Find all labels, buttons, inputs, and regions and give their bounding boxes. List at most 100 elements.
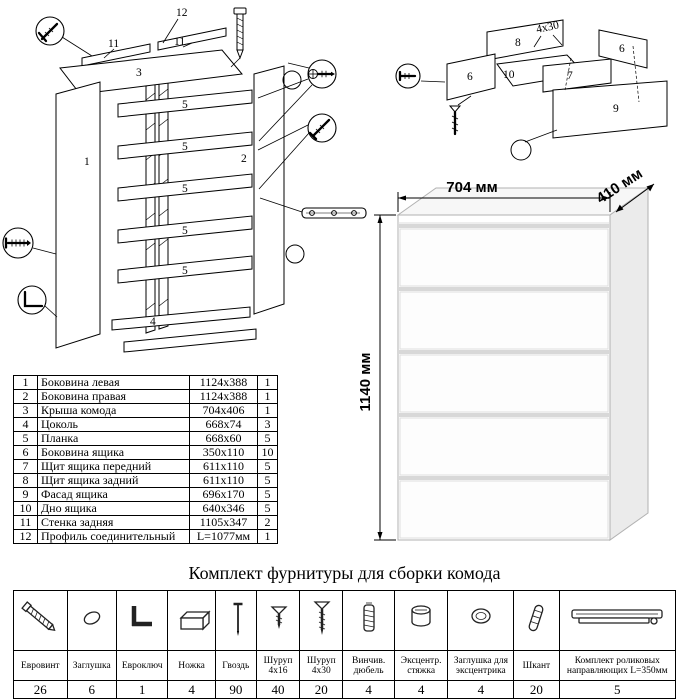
hardware-icon-cell (115, 590, 169, 651)
hardware-qty: 20 (513, 680, 560, 699)
hardware-icon-cell (447, 590, 515, 651)
part-label-9: 9 (613, 103, 619, 115)
hardware-qty: 5 (558, 680, 677, 699)
screw-callout-right (307, 113, 337, 143)
part-number: 5 (13, 431, 38, 446)
hidden-line (632, 45, 640, 103)
screw-callout-top-left (35, 16, 65, 46)
exploded-view-diagram: 12 11 11 3 1 2 5 5 5 5 5 4 (2, 7, 367, 353)
width-dimension: 704 мм (397, 179, 611, 212)
hardware-qty: 4 (447, 680, 515, 699)
part-qty: 2 (257, 515, 278, 530)
hex-key-icon (131, 606, 153, 627)
nail-icon (233, 602, 243, 636)
part-label-5: 5 (182, 265, 188, 277)
hardware-qty: 90 (214, 680, 257, 699)
part-label-5: 5 (182, 225, 188, 237)
part-name: Крыша комода (37, 403, 190, 418)
drawer-euro-screw-callout (395, 63, 446, 89)
hardware-name: Винчив. дюбель (342, 650, 395, 681)
part-qty: 1 (257, 389, 278, 404)
hardware-name: Гвоздь (214, 650, 257, 681)
part-label-11-right: 11 (174, 36, 185, 48)
part-qty: 5 (257, 431, 278, 446)
hardware-name: Заглушка для эксцентрика (447, 650, 515, 681)
part-name: Щит ящика задний (37, 473, 190, 488)
dimensioned-chest-drawing: 704 мм 410 мм 1140 мм (360, 168, 655, 541)
part-size: 611x110 (189, 473, 258, 488)
part-size: 611x110 (189, 459, 258, 474)
hardware-qty: 4 (167, 680, 216, 699)
drawer-slide-icon (571, 609, 663, 625)
hardware-qty: 26 (13, 680, 68, 699)
part-number: 9 (13, 487, 38, 502)
hardware-name: Ножка (167, 650, 216, 681)
parts-row: 11 Стенка задняя 1105x347 2 (13, 515, 278, 530)
hardware-name: Евровинт (13, 650, 68, 681)
part-label-1: 1 (84, 156, 90, 168)
parts-row: 8 Щит ящика задний 611x110 5 (13, 473, 278, 488)
hardware-icons-row (13, 590, 677, 651)
cam-lock-icon (411, 605, 431, 627)
hardware-icon-cell (342, 590, 395, 651)
leader-lines (32, 18, 313, 318)
drawer-front-panel (542, 58, 612, 93)
parts-row: 10 Дно ящика 640x346 5 (13, 501, 278, 516)
confirmat-screw-illustration (233, 7, 247, 60)
part-number: 1 (13, 375, 38, 390)
screw-size-label: 4x30 (535, 19, 560, 36)
hardware-name: Заглушка (66, 650, 117, 681)
hardware-name: Шуруп 4х16 (255, 650, 301, 681)
drawer-back-panel (486, 19, 564, 61)
cam-cover-icon (471, 608, 491, 624)
hardware-icon-cell (558, 590, 677, 651)
page-title: Комплект фурнитуры для сборки комода (188, 563, 501, 583)
hidden-line (564, 57, 572, 91)
hardware-qty-row: 26 6 1 4 90 40 20 4 4 4 20 5 (13, 680, 677, 699)
part-name: Стенка задняя (37, 515, 190, 530)
part-name: Дно ящика (37, 501, 190, 516)
right-side-panel (253, 65, 285, 315)
part-label-4: 4 (150, 316, 156, 328)
part-size: 1105x347 (189, 515, 258, 530)
part-number: 8 (13, 473, 38, 488)
parts-table: 1 Боковина левая 1124x388 1 2 Боковина п… (13, 375, 278, 544)
screw-illustration (448, 95, 472, 136)
part-qty: 5 (257, 473, 278, 488)
part-size: 668x60 (189, 431, 258, 446)
part-label-2: 2 (241, 153, 247, 165)
part-name: Боковина ящика (37, 445, 190, 460)
corner-bracket-callout (17, 285, 47, 315)
part-label-7: 7 (567, 70, 573, 82)
hardware-name: Комплект роликовых направляющих L=350мм (558, 650, 677, 681)
drawer-facade (552, 80, 668, 139)
part-label-12: 12 (176, 7, 188, 19)
hardware-icon-cell (66, 590, 117, 651)
part-qty: 10 (257, 445, 278, 460)
hardware-name: Шкант (513, 650, 560, 681)
plinth-strips (111, 306, 257, 353)
part-name: Боковина правая (37, 389, 190, 404)
hardware-name: Эксцентр. стяжка (393, 650, 449, 681)
part-name: Боковина левая (37, 375, 190, 390)
parts-row: 2 Боковина правая 1124x388 1 (13, 389, 278, 404)
hardware-table: Евровинт Заглушка Евроключ Ножка Гвоздь … (13, 590, 677, 699)
part-number: 6 (13, 445, 38, 460)
junction-circle (282, 70, 302, 90)
part-size: 1124x388 (189, 389, 258, 404)
part-qty: 5 (257, 487, 278, 502)
part-size: 1124x388 (189, 375, 258, 390)
drawer-assembly-diagram: 4x30 8 6 6 10 7 9 (395, 19, 668, 161)
part-size: 350x110 (189, 445, 258, 460)
foot-icon (179, 610, 211, 631)
parts-row: 1 Боковина левая 1124x388 1 (13, 375, 278, 390)
hardware-name: Шуруп 4х30 (299, 650, 344, 681)
parts-row: 3 Крыша комода 704x406 1 (13, 403, 278, 418)
hardware-names-row: Евровинт Заглушка Евроключ Ножка Гвоздь … (13, 650, 677, 681)
part-label-5: 5 (182, 141, 188, 153)
width-label: 704 мм (446, 179, 497, 196)
part-label-5: 5 (182, 183, 188, 195)
hardware-icon-cell (214, 590, 257, 651)
hardware-icon-cell (167, 590, 216, 651)
